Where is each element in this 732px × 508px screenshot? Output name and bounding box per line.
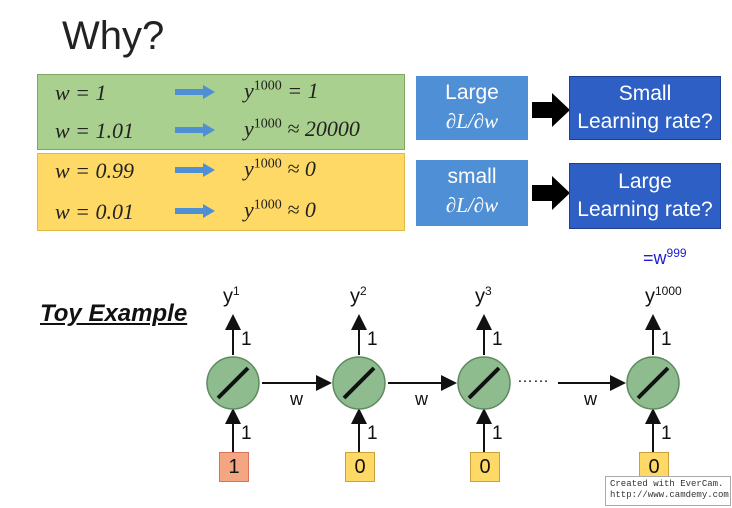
large-learning-rate-box: Large Learning rate? [569, 163, 721, 229]
large-lr-label: Large [618, 170, 672, 193]
row-2-w: w = 1.01 [55, 118, 135, 143]
vanishing-case-box [37, 153, 405, 231]
small-gradient-formula: ∂L/∂w [445, 193, 499, 217]
small-lr-label: Small [618, 82, 672, 105]
arrow-right-icon [175, 163, 215, 177]
row-4-w: w = 0.01 [55, 199, 135, 224]
small-gradient-box: small ∂L/∂w [416, 160, 528, 226]
arrow-right-icon [532, 176, 570, 210]
evercam-watermark: Created with EverCam. http://www.camdemy… [605, 476, 731, 506]
recurrent-weight-2: w [415, 389, 428, 409]
input-weight-3: 1 [492, 423, 503, 444]
large-gradient-label: Large [445, 81, 499, 104]
input-weight-1: 1 [241, 423, 252, 444]
row-1-output: y1000 = 1 [244, 78, 319, 103]
large-gradient-formula: ∂L/∂w [445, 109, 499, 133]
output-weight-4: 1 [661, 329, 672, 350]
output-label-4: y1000 [645, 284, 682, 308]
input-weight-4: 1 [661, 423, 672, 444]
output-weight-2: 1 [367, 329, 378, 350]
watermark-line-1: Created with EverCam. [610, 479, 724, 489]
neuron-1 [206, 356, 260, 410]
large-gradient-box: Large ∂L/∂w [416, 76, 528, 140]
ellipsis: …… [517, 369, 549, 386]
output-label-1: y1 [223, 284, 240, 308]
output-label-3: y3 [475, 284, 492, 308]
row-2-output: y1000 ≈ 20000 [244, 116, 360, 141]
small-gradient-label: small [447, 165, 497, 188]
arrow-right-icon [175, 123, 215, 137]
row-1-w: w = 1 [55, 80, 107, 105]
arrow-right-icon [175, 85, 215, 99]
neuron-2 [332, 356, 386, 410]
row-4-output: y1000 ≈ 0 [244, 197, 316, 222]
w-power-annotation: =w999 [643, 246, 687, 268]
output-weight-1: 1 [241, 329, 252, 350]
recurrent-weight-3: w [584, 389, 597, 409]
input-box-1: 1 [219, 452, 249, 482]
large-lr-text: Learning rate? [577, 198, 713, 221]
small-learning-rate-box: Small Learning rate? [569, 76, 721, 140]
row-3-output: y1000 ≈ 0 [244, 156, 316, 181]
output-label-2: y2 [350, 284, 367, 308]
input-box-2: 0 [345, 452, 375, 482]
neuron-4 [626, 356, 680, 410]
recurrent-weight-1: w [290, 389, 303, 409]
output-weight-3: 1 [492, 329, 503, 350]
watermark-line-2: http://www.camdemy.com [610, 490, 729, 500]
neuron-3 [457, 356, 511, 410]
toy-example-heading: Toy Example [40, 300, 188, 327]
arrow-right-icon [175, 204, 215, 218]
input-weight-2: 1 [367, 423, 378, 444]
page-title: Why? [62, 14, 165, 58]
input-box-3: 0 [470, 452, 500, 482]
exploding-case-box [37, 74, 405, 150]
small-lr-text: Learning rate? [577, 110, 713, 133]
row-3-w: w = 0.99 [55, 158, 135, 183]
arrow-right-icon [532, 93, 570, 127]
